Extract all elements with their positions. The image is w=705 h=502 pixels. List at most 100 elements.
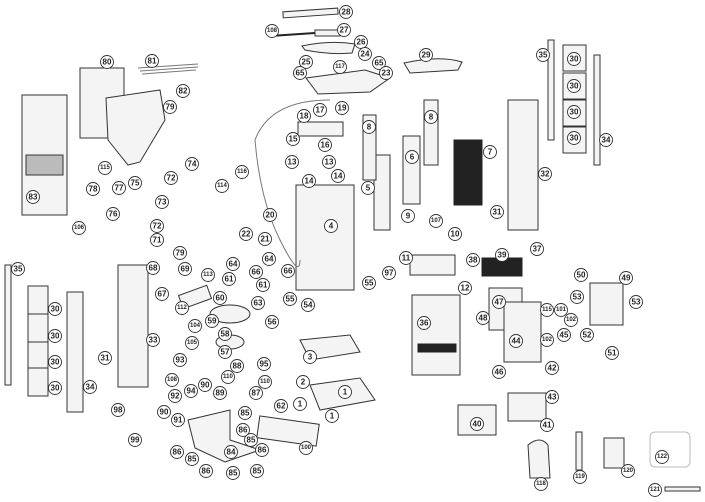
part-81-rack [137, 63, 199, 75]
callout-circle [557, 328, 571, 342]
callout-circle [244, 433, 258, 447]
callout-number: 85 [253, 467, 262, 476]
callout-number: 44 [512, 337, 521, 346]
callout-87: 87 [249, 386, 263, 400]
part-44-door [503, 301, 542, 363]
callout-circle [297, 109, 311, 123]
callout-number: 108 [167, 377, 178, 383]
part-29-top-cover [403, 58, 463, 74]
callout-number: 79 [176, 249, 185, 258]
callout-80: 80 [100, 55, 114, 69]
callout-number: 69 [181, 265, 190, 274]
callout-10: 10 [448, 227, 462, 241]
callout-50: 50 [574, 268, 588, 282]
callout-number: 83 [29, 193, 38, 202]
callout-number: 55 [286, 295, 295, 304]
callout-99: 99 [128, 433, 142, 447]
callout-circle [570, 290, 584, 304]
callout-circle [224, 445, 238, 459]
callout-number: 13 [288, 158, 297, 167]
callout-circle [170, 445, 184, 459]
callout-number: 36 [420, 319, 429, 328]
callout-number: 53 [632, 298, 641, 307]
callout-52: 52 [580, 328, 594, 342]
callout-circle [322, 155, 336, 169]
callout-number: 53 [573, 293, 582, 302]
callout-117: 117 [333, 60, 347, 74]
callout-circle [199, 464, 213, 478]
callout-circle [424, 110, 438, 124]
part-100-ash-pan [256, 415, 320, 447]
callout-number: 78 [89, 185, 98, 194]
callout-circle [239, 227, 253, 241]
callout-number: 20 [266, 211, 275, 220]
callout-65: 65 [372, 56, 386, 70]
part-79-hopper [105, 89, 166, 166]
callout-30: 30 [48, 329, 62, 343]
callout-number: 68 [149, 264, 158, 273]
callout-92: 92 [168, 389, 182, 403]
callout-number: 85 [247, 436, 256, 445]
callout-circle [226, 466, 240, 480]
callout-circle [331, 169, 345, 183]
callout-79: 79 [173, 246, 187, 260]
callout-59: 59 [205, 314, 219, 328]
callout-30: 30 [567, 52, 581, 66]
callout-118: 118 [534, 477, 548, 491]
callout-64: 64 [226, 257, 240, 271]
callout-number: 46 [495, 368, 504, 377]
callout-82: 82 [176, 84, 190, 98]
callout-85: 85 [250, 464, 264, 478]
callout-circle [150, 233, 164, 247]
callout-53: 53 [629, 295, 643, 309]
callout-65: 65 [293, 66, 307, 80]
callout-circle [281, 264, 295, 278]
callout-number: 86 [202, 467, 211, 476]
callout-number: 85 [229, 469, 238, 478]
callout-circle [235, 165, 249, 179]
callout-circle [258, 232, 272, 246]
callout-circle [72, 221, 86, 235]
callout-31: 31 [98, 351, 112, 365]
callout-101: 101 [554, 303, 568, 317]
callout-35: 35 [11, 262, 25, 276]
callout-circle [361, 181, 375, 195]
callout-5: 5 [361, 181, 375, 195]
callout-number: 34 [602, 136, 611, 145]
callout-number: 122 [657, 454, 668, 460]
callout-48: 48 [476, 311, 490, 325]
callout-number: 30 [570, 108, 579, 117]
callout-circle [318, 138, 332, 152]
callout-number: 85 [188, 455, 197, 464]
callout-number: 72 [167, 174, 176, 183]
part-34-left-post [66, 291, 84, 413]
callout-6: 6 [405, 150, 419, 164]
part-36-front-panel [411, 294, 461, 376]
callout-number: 25 [302, 58, 311, 67]
callout-circle [362, 276, 376, 290]
callout-1: 1 [293, 397, 307, 411]
callout-circle [188, 319, 202, 333]
callout-circle [48, 381, 62, 395]
callout-91: 91 [171, 413, 185, 427]
callout-circle [293, 66, 307, 80]
callout-circle [213, 386, 227, 400]
callout-number: 30 [570, 55, 579, 64]
callout-circle [285, 155, 299, 169]
callout-number: 89 [216, 389, 225, 398]
part-122-remote-box [649, 431, 691, 468]
callout-number: 17 [316, 106, 325, 115]
callout-circle [185, 336, 199, 350]
callout-circle [476, 311, 490, 325]
callout-85: 85 [244, 433, 258, 447]
callout-circle [619, 271, 633, 285]
callout-number: 112 [177, 305, 187, 311]
callout-number: 38 [469, 256, 478, 265]
callout-23: 23 [379, 66, 393, 80]
callout-circle [215, 179, 229, 193]
callout-circle [492, 295, 506, 309]
callout-98: 98 [111, 403, 125, 417]
callout-47: 47 [492, 295, 506, 309]
callout-circle [337, 23, 351, 37]
callout-number: 115 [542, 307, 552, 313]
